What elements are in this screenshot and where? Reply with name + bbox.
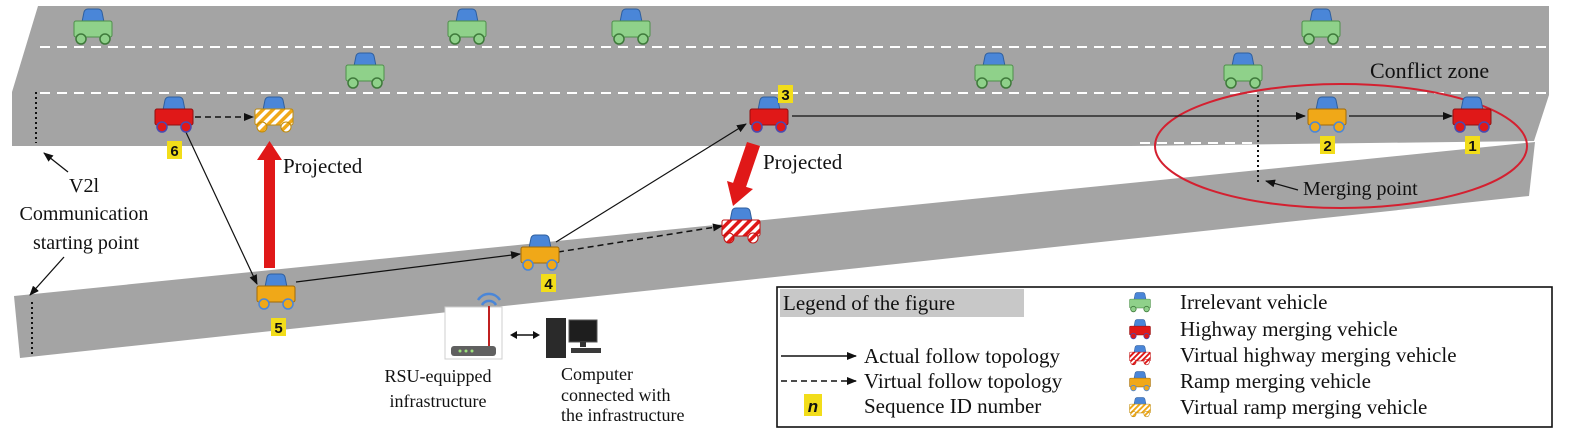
v2i-label-line3: starting point <box>33 232 140 254</box>
sequence-badge-3: 3 <box>778 85 793 104</box>
rsu-label-line1: RSU-equipped <box>385 366 492 386</box>
projected-arrow-up <box>257 141 282 268</box>
v2i-pointer-top <box>43 152 69 173</box>
legend-virtual-ramp-label: Virtual ramp merging vehicle <box>1180 395 1427 419</box>
legend-virtual-label: Virtual follow topology <box>864 369 1063 393</box>
conflict-zone-label: Conflict zone <box>1370 58 1489 83</box>
conflict-zone-ellipse <box>1154 83 1528 209</box>
actual-follow-link-4-3 <box>555 123 747 243</box>
legend-irrelevant-label: Irrelevant vehicle <box>1180 290 1328 314</box>
v2i-label-line2: Communication <box>20 203 149 225</box>
sequence-badge-1: 1 <box>1465 136 1480 155</box>
projected-label-ramp: Projected <box>283 154 363 178</box>
legend-sequence-label: Sequence ID number <box>864 394 1041 418</box>
computer-label-line2: connected with <box>561 385 670 405</box>
projected-label-highway: Projected <box>763 150 843 174</box>
legend-ramp-label: Ramp merging vehicle <box>1180 369 1371 393</box>
rsu-infrastructure <box>444 292 503 360</box>
legend-virtual-highway-label: Virtual highway merging vehicle <box>1180 343 1457 367</box>
svg-text:1: 1 <box>1468 138 1476 155</box>
actual-follow-link-5-4 <box>295 251 521 283</box>
computer-label-line3: the infrastructure <box>561 405 684 425</box>
svg-text:6: 6 <box>170 143 178 160</box>
link-arrow-icon <box>510 331 540 339</box>
virtual-follow-link-4 <box>557 223 723 253</box>
svg-text:2: 2 <box>1323 138 1331 155</box>
merging-point-pointer <box>1265 179 1299 191</box>
legend-highway-label: Highway merging vehicle <box>1180 317 1398 341</box>
computer-label-line1: Computer <box>561 364 633 384</box>
projected-arrow-down <box>727 142 760 206</box>
sequence-badge-4: 4 <box>541 274 556 293</box>
sequence-badge-2: 2 <box>1320 136 1335 155</box>
legend-sequence-symbol: n <box>808 397 818 416</box>
svg-text:4: 4 <box>544 276 553 293</box>
legend-sequence-badge <box>804 394 822 416</box>
svg-text:3: 3 <box>781 87 789 104</box>
legend-title: Legend of the figure <box>783 291 955 315</box>
computer-icon <box>546 318 601 358</box>
actual-follow-link-6-5 <box>183 127 258 285</box>
v2i-label-line1: V2l <box>69 175 99 197</box>
rsu-label-line2: infrastructure <box>390 391 487 411</box>
ramp-road <box>14 142 1535 358</box>
sequence-badge-5: 5 <box>271 318 286 337</box>
v2i-pointer-bottom <box>29 256 65 296</box>
svg-text:5: 5 <box>274 320 282 337</box>
sequence-badge-6: 6 <box>167 141 182 160</box>
highway-road <box>12 6 1549 146</box>
merging-point-label: Merging point <box>1303 178 1418 200</box>
legend: Legend of the figure Actual follow topol… <box>776 286 1553 428</box>
legend-actual-label: Actual follow topology <box>864 344 1060 368</box>
